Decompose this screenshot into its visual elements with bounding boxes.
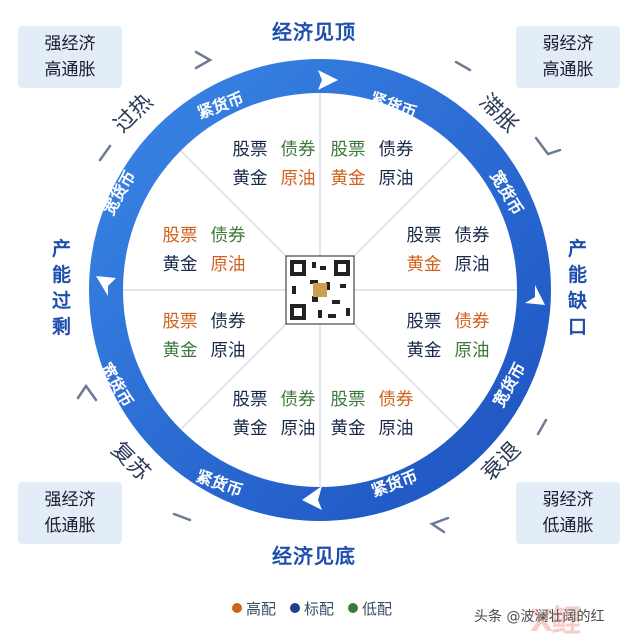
corner-label-line2: 低通胀 bbox=[44, 516, 96, 536]
asset-bond: 债券 bbox=[378, 390, 414, 410]
asset-stock: 股票 bbox=[330, 390, 366, 410]
phase-economy-peak: 经济见顶 bbox=[272, 20, 356, 44]
asset-oil: 原油 bbox=[454, 255, 490, 275]
watermark-text: 头条 @波澜壮阔的红 bbox=[474, 609, 605, 625]
legend-item-standard: 标配 bbox=[290, 598, 334, 619]
asset-stock: 股票 bbox=[406, 312, 442, 332]
corner-label-line1: 强经济 bbox=[44, 34, 96, 54]
corner-strong-economy-low-inflation: 强经济 低通胀 bbox=[18, 482, 122, 544]
asset-gold: 黄金 bbox=[232, 169, 268, 189]
corner-weak-economy-low-inflation: 弱经济 低通胀 bbox=[516, 482, 620, 544]
asset-oil: 原油 bbox=[378, 419, 414, 439]
asset-bond: 债券 bbox=[210, 226, 246, 246]
corner-label-line1: 弱经济 bbox=[542, 490, 594, 510]
asset-stock: 股票 bbox=[330, 140, 366, 160]
asset-gold: 黄金 bbox=[162, 341, 198, 361]
asset-bond: 债券 bbox=[454, 312, 490, 332]
qr-code bbox=[285, 255, 355, 325]
watermark-logo: X鲤 bbox=[530, 604, 581, 639]
phase-capacity-shortage: 产能缺口 bbox=[568, 238, 588, 338]
sector-s6: 股票债券黄金原油 bbox=[226, 388, 322, 441]
legend-item-high: 高配 bbox=[232, 598, 276, 619]
corner-strong-economy-high-inflation: 强经济 高通胀 bbox=[18, 26, 122, 88]
asset-oil: 原油 bbox=[210, 341, 246, 361]
asset-gold: 黄金 bbox=[406, 255, 442, 275]
legend: 高配 标配 低配 bbox=[232, 598, 392, 619]
legend-item-low: 低配 bbox=[348, 598, 392, 619]
phase-capacity-surplus: 产能过剩 bbox=[52, 238, 72, 338]
corner-label-line2: 高通胀 bbox=[542, 60, 594, 80]
asset-gold: 黄金 bbox=[406, 341, 442, 361]
corner-label-line1: 强经济 bbox=[44, 490, 96, 510]
sector-s5: 股票债券黄金原油 bbox=[324, 388, 420, 441]
asset-bond: 债券 bbox=[210, 312, 246, 332]
asset-oil: 原油 bbox=[210, 255, 246, 275]
sector-s8: 股票债券黄金原油 bbox=[156, 224, 252, 277]
corner-label-line2: 高通胀 bbox=[44, 60, 96, 80]
sector-s1: 股票债券黄金原油 bbox=[226, 138, 322, 191]
asset-oil: 原油 bbox=[378, 169, 414, 189]
ring-arrow-notches bbox=[96, 70, 545, 510]
phase-economy-trough: 经济见底 bbox=[272, 544, 356, 568]
asset-bond: 债券 bbox=[280, 140, 316, 160]
asset-gold: 黄金 bbox=[330, 169, 366, 189]
asset-gold: 黄金 bbox=[330, 419, 366, 439]
asset-stock: 股票 bbox=[232, 390, 268, 410]
outer-arrows bbox=[76, 50, 562, 534]
sector-s3: 股票债券黄金原油 bbox=[400, 224, 496, 277]
corner-weak-economy-high-inflation: 弱经济 高通胀 bbox=[516, 26, 620, 88]
asset-stock: 股票 bbox=[162, 226, 198, 246]
corner-label-line2: 低通胀 bbox=[542, 516, 594, 536]
corner-label-line1: 弱经济 bbox=[542, 34, 594, 54]
legend-dot bbox=[348, 603, 359, 613]
asset-bond: 债券 bbox=[378, 140, 414, 160]
asset-oil: 原油 bbox=[280, 169, 316, 189]
asset-bond: 债券 bbox=[454, 226, 490, 246]
asset-bond: 债券 bbox=[280, 390, 316, 410]
asset-stock: 股票 bbox=[232, 140, 268, 160]
asset-stock: 股票 bbox=[406, 226, 442, 246]
sector-s4: 股票债券黄金原油 bbox=[400, 310, 496, 363]
legend-dot bbox=[290, 603, 301, 613]
sector-s2: 股票债券黄金原油 bbox=[324, 138, 420, 191]
sector-s7: 股票债券黄金原油 bbox=[156, 310, 252, 363]
asset-oil: 原油 bbox=[280, 419, 316, 439]
asset-stock: 股票 bbox=[162, 312, 198, 332]
legend-dot bbox=[232, 603, 242, 613]
asset-gold: 黄金 bbox=[232, 419, 268, 439]
asset-gold: 黄金 bbox=[162, 255, 198, 275]
asset-oil: 原油 bbox=[454, 341, 490, 361]
